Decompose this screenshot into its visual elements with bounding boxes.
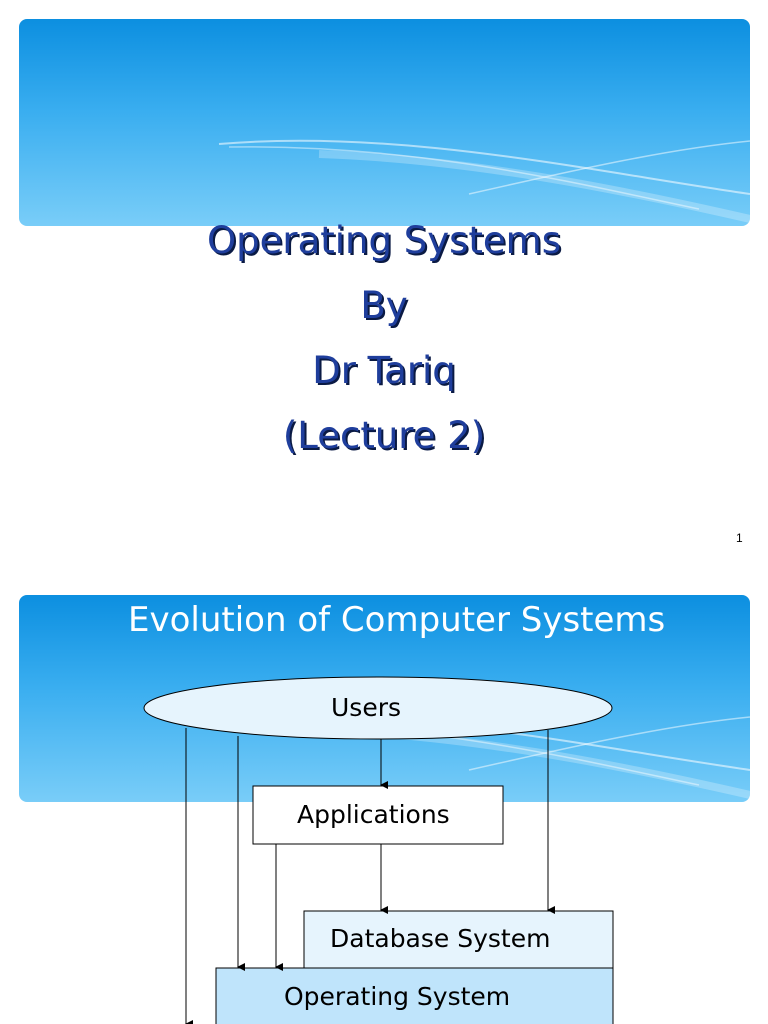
- title-line-4: (Lecture 2): [282, 414, 486, 457]
- operating-system-label: Operating System: [284, 982, 511, 1011]
- title-line-2: By: [360, 284, 408, 327]
- banner-swoosh-graphic: [218, 139, 750, 223]
- page-number: 1: [736, 531, 743, 545]
- operating-system-box: [215, 967, 614, 1024]
- database-system-label: Database System: [330, 924, 551, 953]
- applications-label: Applications: [297, 800, 450, 829]
- slide1-banner: [19, 19, 750, 226]
- title-line-1: Operating Systems: [207, 219, 561, 262]
- slide1-title: Operating Systems By Dr Tariq (Lecture 2…: [0, 208, 768, 468]
- users-label: Users: [331, 693, 402, 722]
- title-line-3: Dr Tariq: [312, 349, 456, 392]
- database-system-box: [303, 910, 614, 969]
- applications-box: [252, 785, 504, 845]
- users-ellipse: [143, 676, 613, 740]
- slide2-title: Evolution of Computer Systems: [128, 600, 666, 640]
